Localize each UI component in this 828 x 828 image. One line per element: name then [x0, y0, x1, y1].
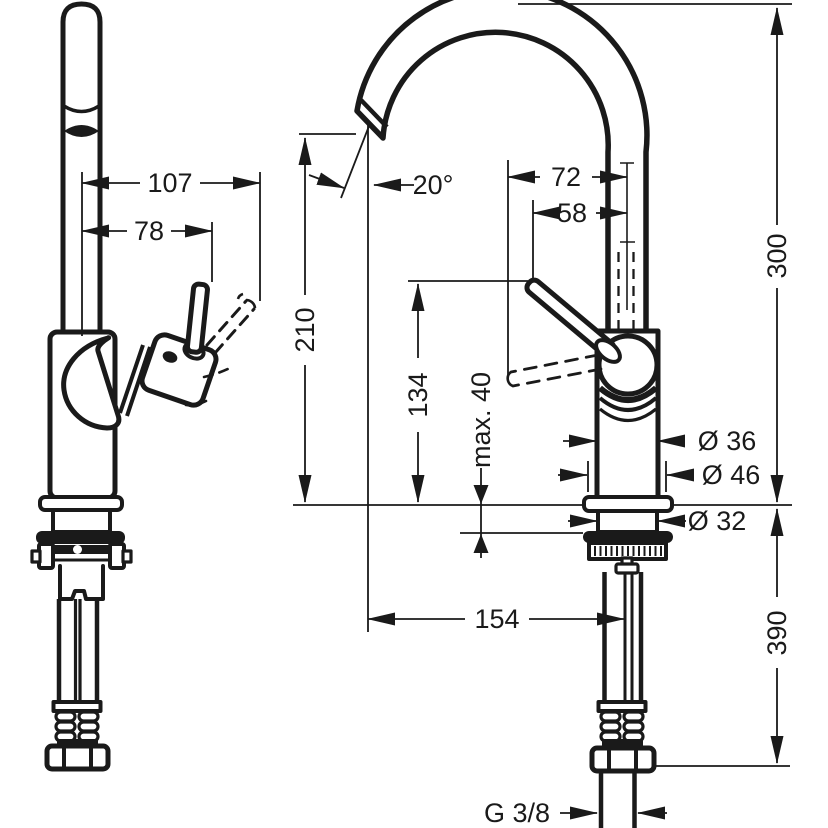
- left-faucet-side-view: [30, 1, 257, 772]
- left-shank: [51, 508, 112, 534]
- right-faucet-front-view: [354, 0, 674, 828]
- dim-dia32-label: Ø 32: [688, 506, 747, 536]
- left-spout-pipe: [60, 1, 103, 337]
- right-hex-nut: [589, 745, 657, 774]
- dim-390-label: 390: [762, 610, 792, 655]
- right-hose-and-rod: [602, 572, 644, 702]
- dim-78-label: 78: [134, 216, 164, 246]
- left-gasket: [36, 531, 125, 544]
- right-body-ring3: [598, 407, 658, 422]
- dim-72: 72: [507, 160, 628, 377]
- dim-20deg-label: 20°: [413, 170, 454, 200]
- right-shank: [596, 509, 659, 534]
- dim-107: 107: [81, 168, 261, 336]
- right-pipe-centerline: [617, 162, 635, 330]
- left-aerator-lens: [64, 125, 99, 137]
- dim-thread-label: G 3/8: [484, 798, 550, 828]
- dim-134: 134: [403, 283, 433, 503]
- left-mounting-bracket: [30, 542, 133, 601]
- left-joint-ridge: [118, 344, 152, 417]
- right-hose-connector: [589, 700, 657, 828]
- dim-58-label: 58: [557, 198, 587, 228]
- right-flange: [582, 495, 674, 513]
- dim-72-label: 72: [551, 162, 581, 192]
- dim-58: 58: [532, 198, 628, 281]
- dim-78: 78: [81, 216, 213, 282]
- dim-max40-label: max. 40: [466, 372, 496, 468]
- right-aerator-band: [359, 98, 389, 129]
- dim-107-label: 107: [147, 168, 192, 198]
- dim-300: 300: [762, 7, 792, 503]
- dimension-annotations: 107 78 20° 72 58: [81, 3, 792, 828]
- dim-dia46-label: Ø 46: [702, 460, 761, 490]
- right-lever-cap: [594, 338, 622, 364]
- dim-390: 390: [762, 508, 792, 764]
- right-body-ring1: [598, 385, 658, 403]
- right-body-ring2: [598, 396, 658, 412]
- right-lever-alt-dashed: [506, 353, 603, 388]
- right-spout-arc: [354, 0, 650, 337]
- right-mounting-bracket: [587, 541, 668, 575]
- right-gasket: [583, 531, 673, 543]
- dim-dia36: Ø 36: [563, 426, 756, 456]
- dim-154: 154: [367, 604, 625, 634]
- dim-dia32: Ø 32: [568, 506, 746, 536]
- dim-thread-g38: G 3/8: [484, 798, 667, 828]
- left-supply-hoses: [56, 599, 100, 703]
- dim-max40: max. 40: [466, 372, 496, 558]
- dim-dia46: Ø 46: [558, 460, 760, 492]
- dim-20deg: 20°: [308, 125, 454, 200]
- dim-dia36-label: Ø 36: [698, 426, 757, 456]
- dim-154-label: 154: [474, 604, 519, 634]
- left-lever-rod: [184, 281, 210, 355]
- dim-210-label: 210: [290, 307, 320, 352]
- left-joint-dot: [162, 351, 178, 363]
- left-lever-alt-dashed: [184, 292, 257, 407]
- dim-210: 210: [290, 137, 320, 503]
- dim-134-label: 134: [403, 372, 433, 417]
- left-joint-wedge: [61, 335, 122, 431]
- left-hex-nut: [44, 743, 111, 772]
- dim-300-label: 300: [762, 233, 792, 278]
- left-aerator-band: [63, 104, 100, 114]
- left-hose-connector: [44, 700, 111, 772]
- right-thread: [598, 771, 637, 828]
